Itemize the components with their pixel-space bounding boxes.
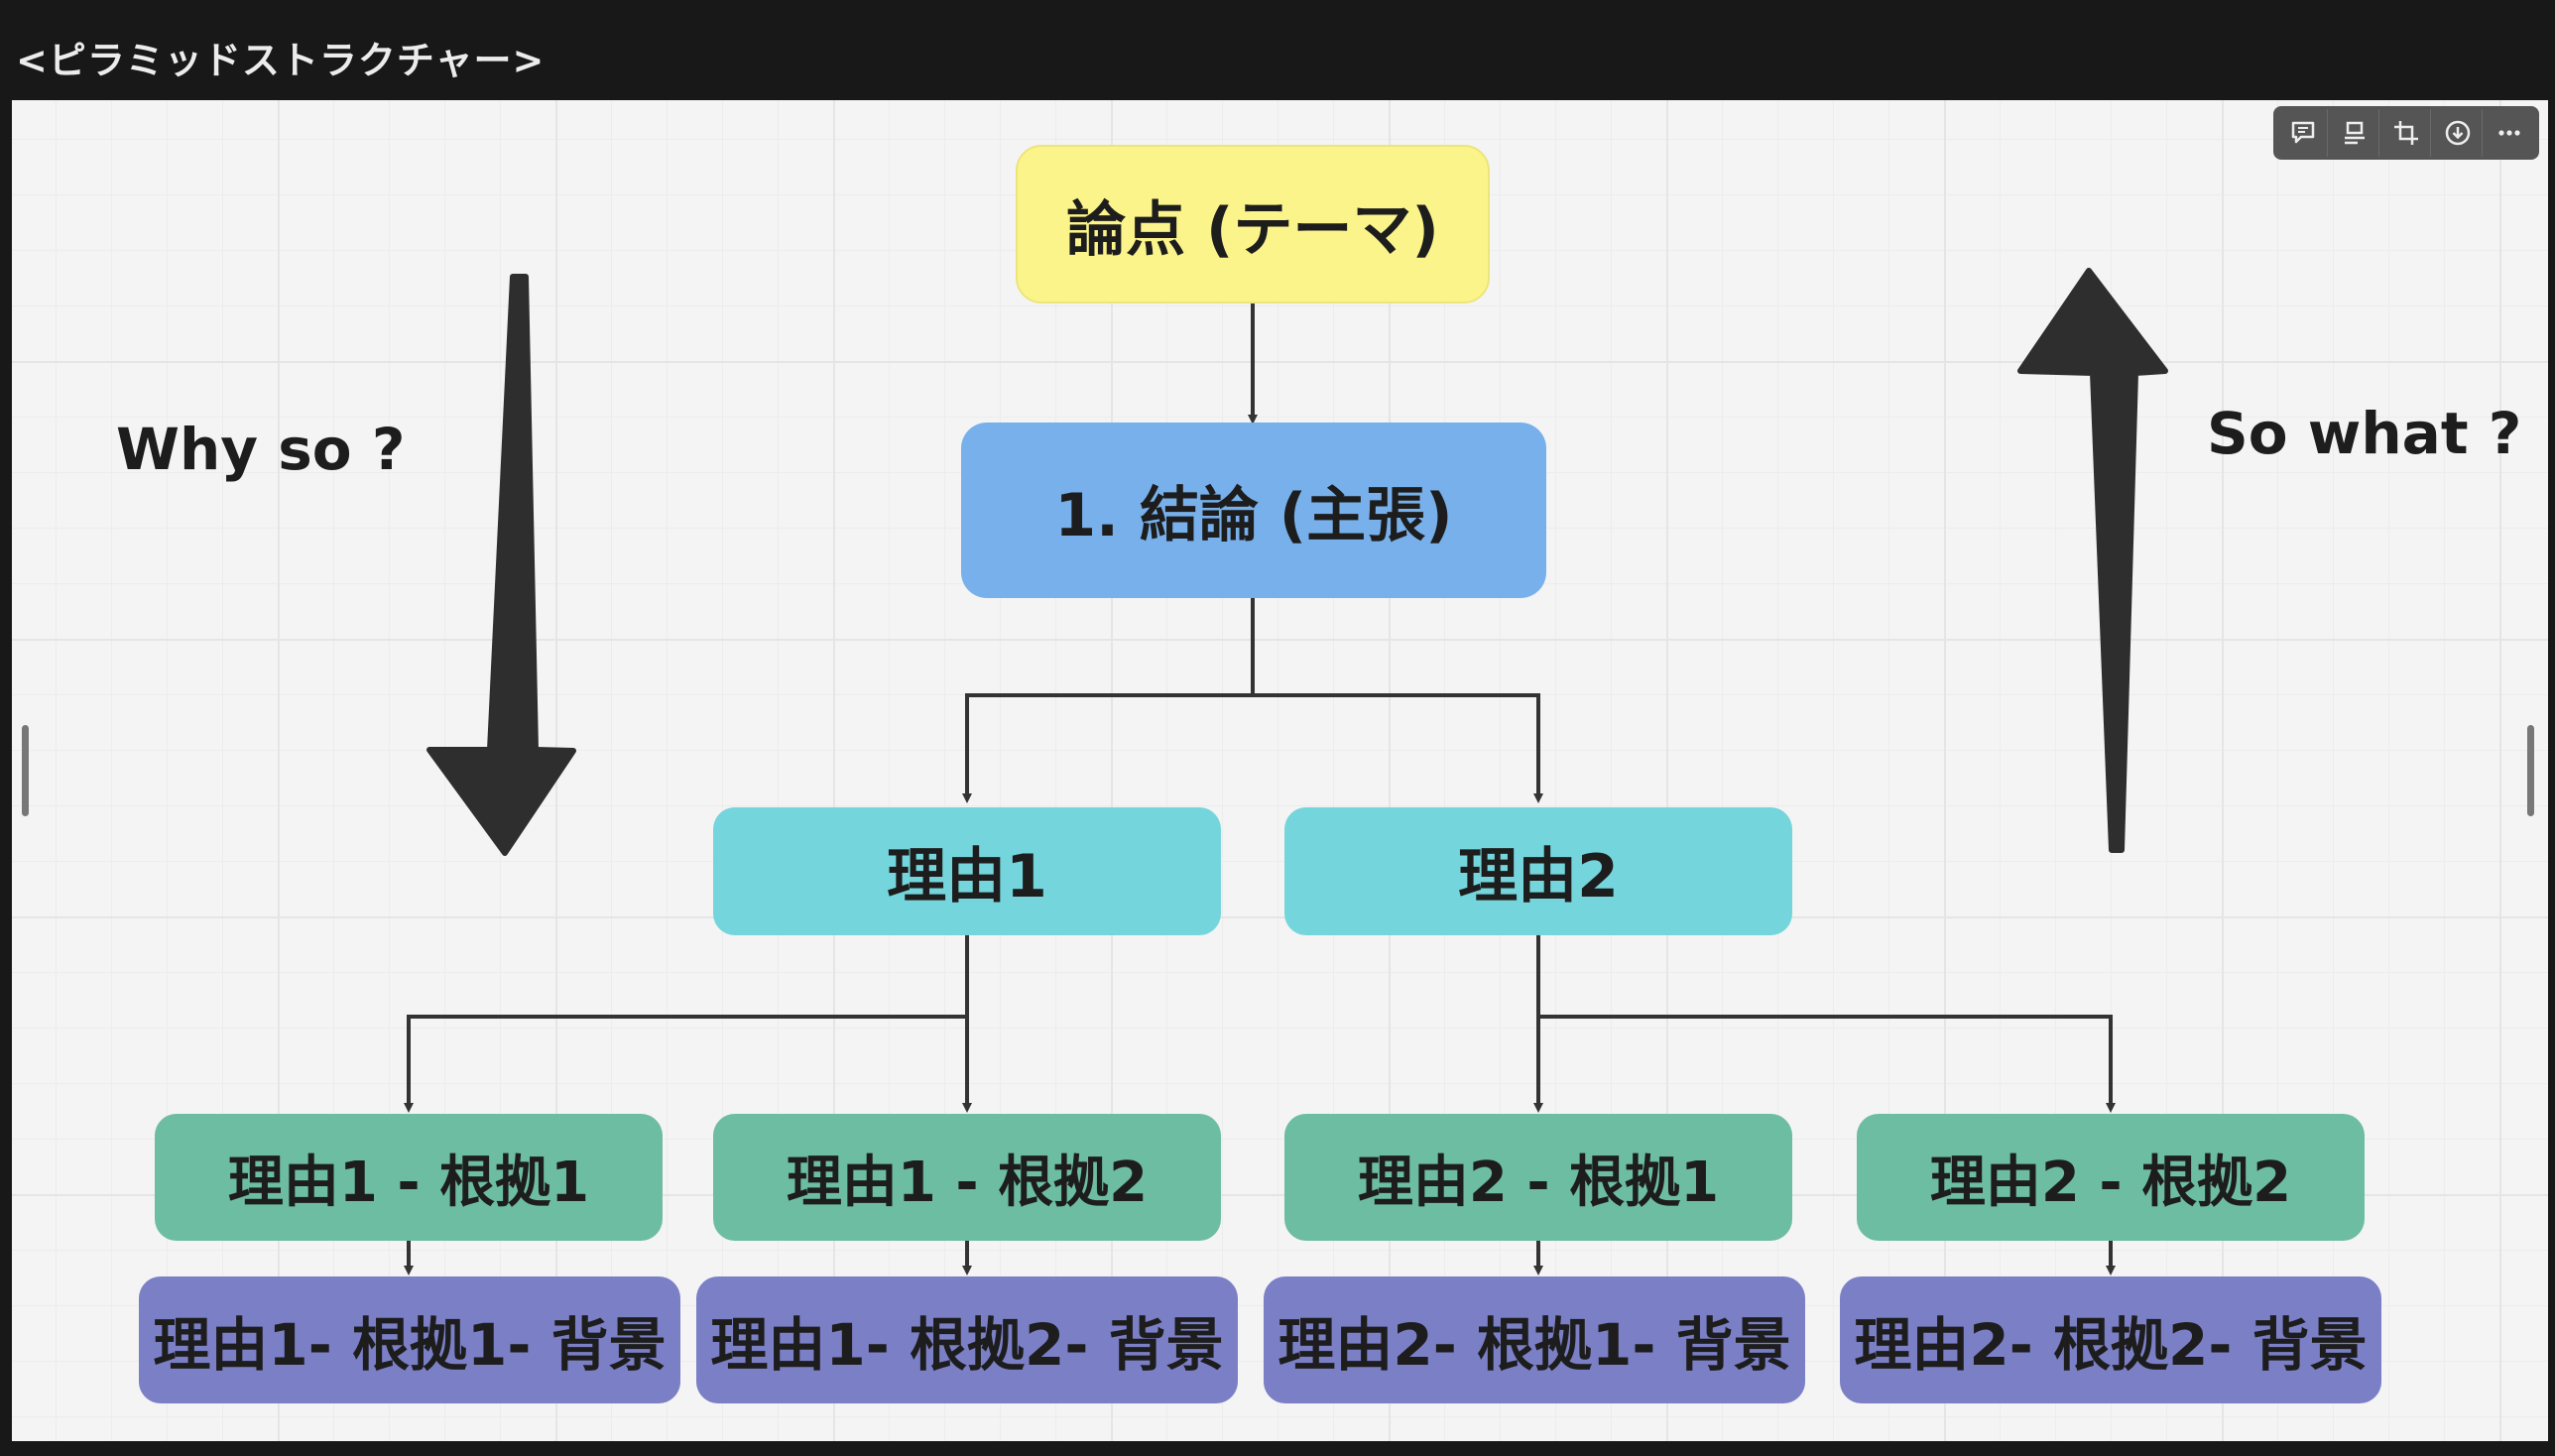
- reason-label: 理由1: [887, 842, 1047, 911]
- background-label: 理由2- 根拠2- 背景: [1854, 1311, 2368, 1379]
- evidence-label: 理由1 - 根拠1: [227, 1150, 590, 1215]
- connector-reason2-evidence2: [1538, 1015, 2116, 1113]
- right-resize-handle[interactable]: [2527, 725, 2534, 816]
- more-button[interactable]: [2486, 109, 2533, 157]
- reason-node-2[interactable]: 理由2: [1284, 807, 1792, 935]
- arrow-up-icon: [2017, 268, 2168, 853]
- connector-reason1-evidence1: [404, 935, 969, 1113]
- comment-icon: [2291, 121, 2314, 144]
- evidence-label: 理由2 - 根拠1: [1357, 1150, 1720, 1215]
- background-node-2[interactable]: 理由1- 根拠2- 背景: [696, 1276, 1238, 1403]
- background-label: 理由2- 根拠1- 背景: [1278, 1311, 1791, 1379]
- align-button[interactable]: [2331, 109, 2379, 157]
- evidence-label: 理由2 - 根拠2: [1929, 1150, 2292, 1215]
- conclusion-label: 1. 結論 (主張): [1054, 481, 1453, 550]
- theme-label: 論点 (テーマ): [1066, 194, 1439, 265]
- left-resize-handle[interactable]: [22, 725, 29, 816]
- page-title: <ピラミッドストラクチャー>: [16, 39, 546, 82]
- evidence-node-3[interactable]: 理由2 - 根拠1: [1284, 1114, 1792, 1241]
- image-toolbar: [2273, 106, 2539, 160]
- background-node-4[interactable]: 理由2- 根拠2- 背景: [1840, 1276, 2381, 1403]
- background-node-1[interactable]: 理由1- 根拠1- 背景: [139, 1276, 680, 1403]
- whiteboard-canvas[interactable]: Why so ? So what ? 論点 (テーマ) 1. 結論 (主張) 理…: [12, 100, 2548, 1441]
- background-label: 理由1- 根拠1- 背景: [153, 1311, 667, 1379]
- reason-label: 理由2: [1458, 842, 1619, 911]
- download-icon: [2445, 120, 2471, 146]
- background-node-3[interactable]: 理由2- 根拠1- 背景: [1264, 1276, 1805, 1403]
- theme-node[interactable]: 論点 (テーマ): [1016, 145, 1490, 303]
- title-bar: <ピラミッドストラクチャー>: [0, 0, 2555, 99]
- evidence-node-2[interactable]: 理由1 - 根拠2: [713, 1114, 1221, 1241]
- reason-node-1[interactable]: 理由1: [713, 807, 1221, 935]
- comment-button[interactable]: [2279, 109, 2328, 157]
- background-label: 理由1- 根拠2- 背景: [710, 1311, 1224, 1379]
- why-so-label: Why so ?: [116, 416, 406, 483]
- connector-lines: [404, 268, 2168, 1275]
- more-icon: [2498, 130, 2520, 136]
- connector-conclusion-split: [962, 598, 1255, 803]
- crop-icon: [2393, 121, 2418, 145]
- evidence-label: 理由1 - 根拠2: [786, 1150, 1149, 1215]
- conclusion-node[interactable]: 1. 結論 (主張): [961, 423, 1546, 598]
- evidence-node-4[interactable]: 理由2 - 根拠2: [1857, 1114, 2365, 1241]
- arrow-down-icon: [426, 274, 576, 856]
- download-button[interactable]: [2434, 109, 2484, 157]
- so-what-label: So what ?: [2207, 400, 2522, 467]
- crop-button[interactable]: [2382, 109, 2431, 157]
- connector-conclusion-reason2: [1253, 693, 1543, 803]
- align-icon: [2344, 121, 2365, 145]
- evidence-node-1[interactable]: 理由1 - 根拠1: [155, 1114, 663, 1241]
